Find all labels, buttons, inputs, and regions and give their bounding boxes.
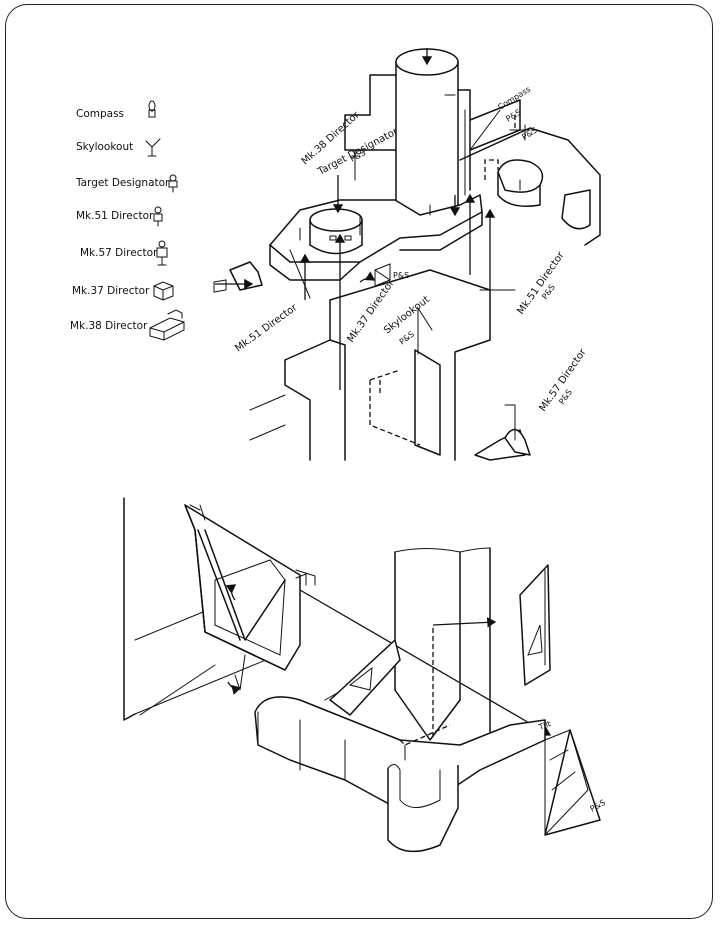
funnel-cylinder [395,48,459,223]
u-tub [387,764,459,853]
mk51-director-icon [153,206,163,227]
legend-label-target-designator: Target Designator [75,177,170,189]
bottom-assembly-diagram: Tilt P&S [123,497,607,853]
legend-label-mk37: Mk.37 Director [72,285,150,297]
mk57-director-icon [156,240,168,266]
left-walkway [213,261,263,293]
label-skylookout-ps: P&S [398,330,416,347]
skylookout-icon [145,138,161,157]
label-ps-box: P&S [393,271,409,280]
mk37-director-icon [153,281,174,301]
label-mk51-right: Mk.51 Director [515,249,567,316]
director-tub [309,208,363,255]
legend: Compass Skylookout Target Designator Mk.… [70,100,185,341]
label-tilt: Tilt [537,719,553,732]
target-designator-icon [168,174,178,193]
left-gusset [329,639,401,716]
tilt-prism [544,729,601,836]
right-gusset [519,564,551,686]
label-skylookout: Skylookout [382,294,432,336]
mk38-director-icon [149,309,185,341]
legend-label-mk57: Mk.57 Director [80,247,158,259]
label-mk51-left: Mk.51 Director [233,302,300,355]
legend-label-skylookout: Skylookout [76,141,133,153]
compass-platform [459,124,601,246]
label-compass: Compass [496,85,532,112]
ps-box [359,263,391,287]
legend-label-compass: Compass [76,108,124,120]
top-assembly-diagram: Mk.38 Director Target Designator P&S Com… [213,48,601,461]
upper-platform [269,194,483,281]
lower-superstructure [249,269,531,461]
page-border [5,4,713,919]
screen-frame [184,504,316,695]
legend-label-mk51: Mk.51 Director [76,210,154,222]
compass-icon [148,100,156,118]
legend-label-mk38: Mk.38 Director [70,320,148,332]
label-compass-ps-2: P&S [520,126,538,142]
